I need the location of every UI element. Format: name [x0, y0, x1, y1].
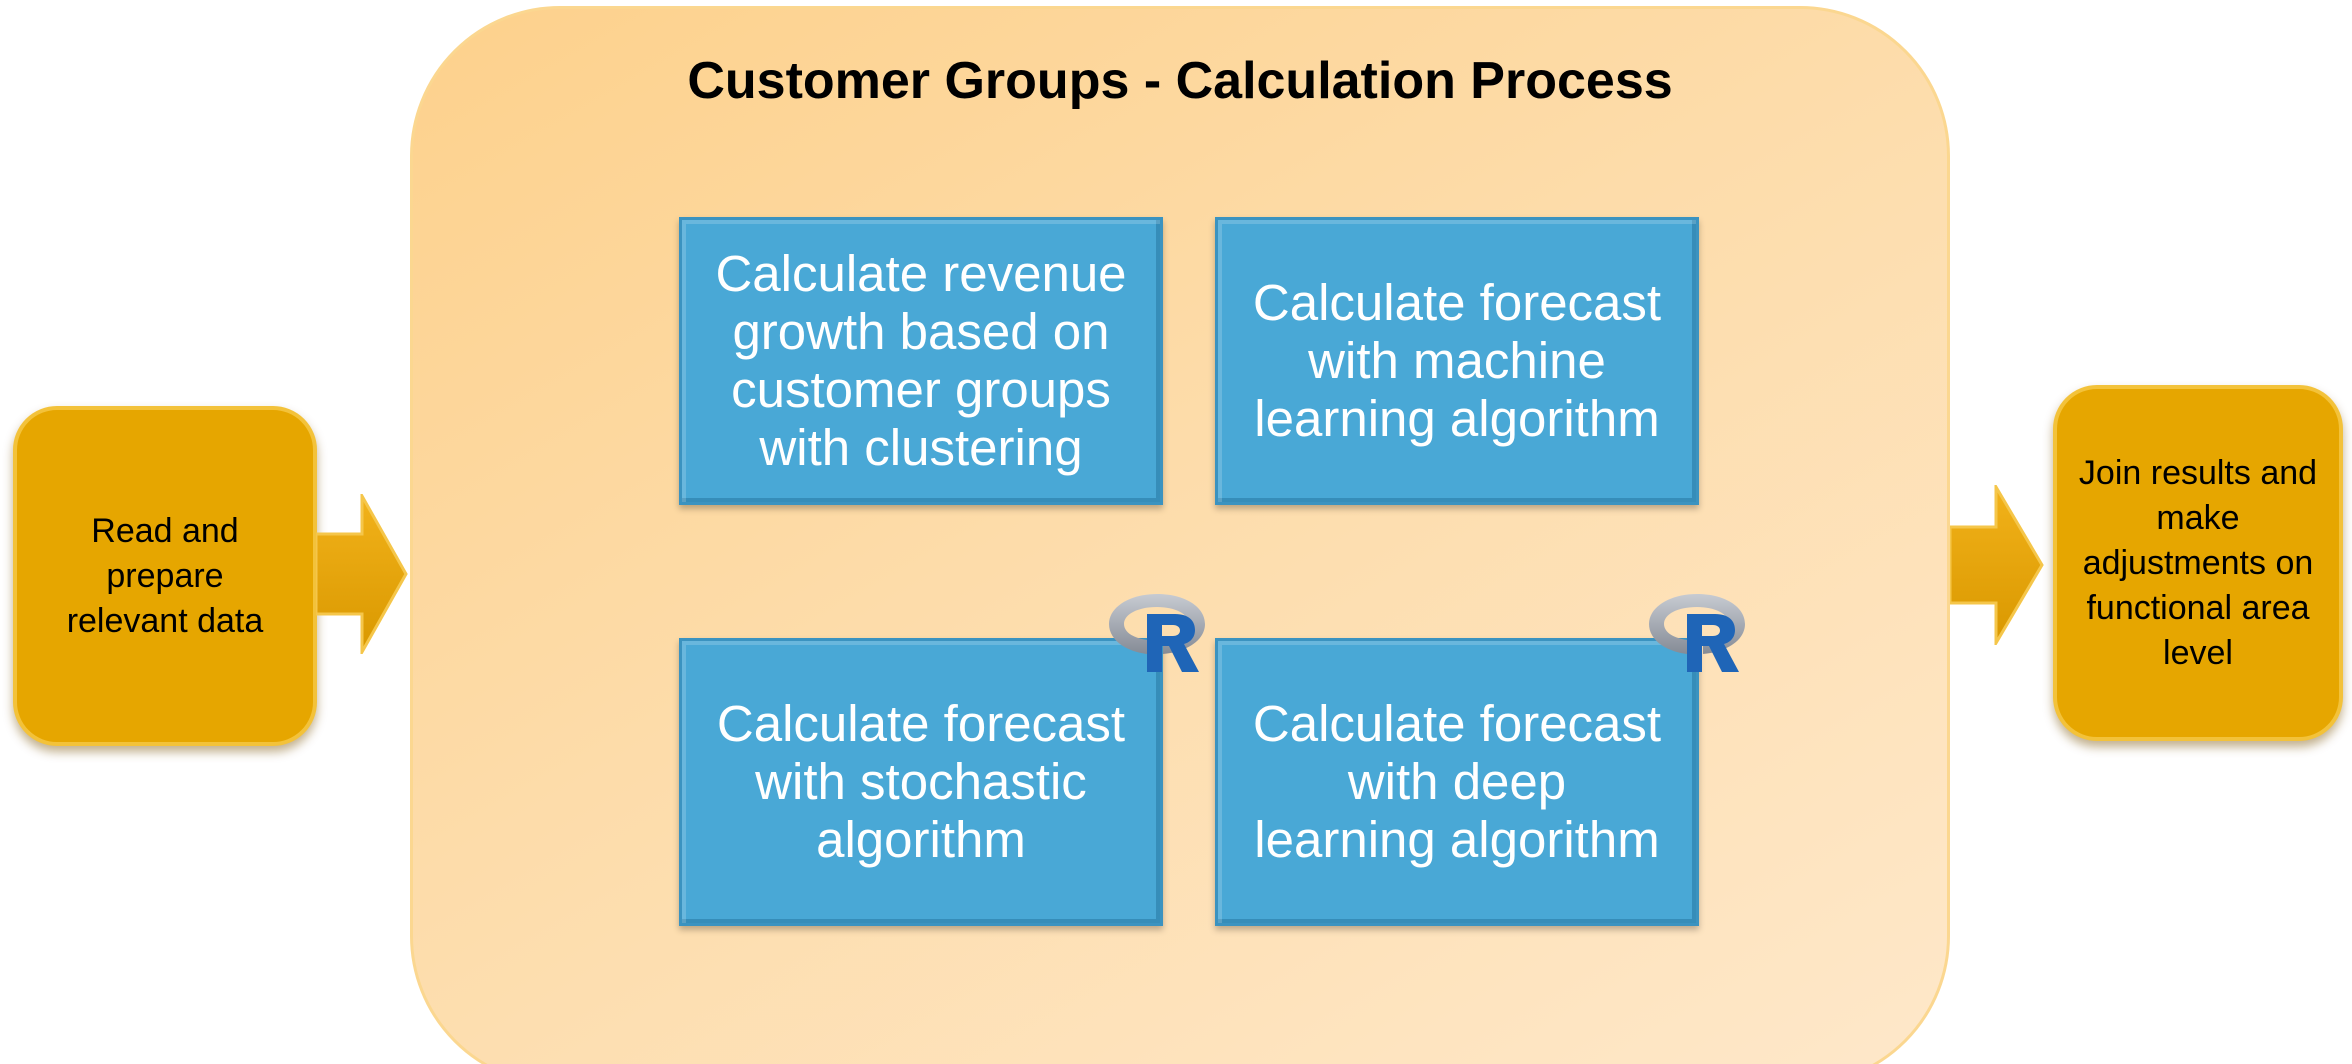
output-line-3: adjustments on: [2082, 543, 2314, 582]
step-label: Calculate forecast with deep learning al…: [1243, 695, 1671, 869]
step-line: Calculate revenue: [715, 245, 1127, 302]
output-line-4: functional area: [2086, 588, 2310, 627]
r-logo-icon: [1649, 594, 1745, 672]
output-line-2: make: [2156, 498, 2240, 537]
step-revenue-growth-clustering: Calculate revenue growth based on custom…: [679, 217, 1163, 505]
step-line: customer groups: [731, 361, 1111, 418]
input-line-2: prepare: [106, 556, 224, 595]
process-container: Customer Groups - Calculation Process: [410, 6, 1950, 1064]
input-line-3: relevant data: [66, 601, 264, 640]
step-line: algorithm: [816, 811, 1026, 868]
step-label: Calculate forecast with machine learning…: [1243, 274, 1671, 448]
step-line: Calculate forecast: [1252, 274, 1662, 331]
step-stochastic-forecast: Calculate forecast with stochastic algor…: [679, 638, 1163, 926]
step-line: with stochastic: [755, 753, 1087, 810]
r-logo-icon: [1109, 594, 1205, 672]
step-line: growth based on: [732, 303, 1110, 360]
step-line: learning algorithm: [1254, 390, 1660, 447]
step-line: Calculate forecast: [716, 695, 1126, 752]
input-line-1: Read and: [91, 511, 239, 550]
output-line-1: Join results and: [2078, 453, 2318, 492]
step-machine-learning-forecast: Calculate forecast with machine learning…: [1215, 217, 1699, 505]
step-deep-learning-forecast: Calculate forecast with deep learning al…: [1215, 638, 1699, 926]
output-step-box: Join results and make adjustments on fun…: [2053, 385, 2343, 741]
arrow-right-icon: [316, 494, 408, 654]
step-line: with deep: [1347, 753, 1567, 810]
step-label: Calculate forecast with stochastic algor…: [707, 695, 1135, 869]
step-line: with machine: [1308, 332, 1606, 389]
step-label: Calculate revenue growth based on custom…: [705, 245, 1136, 477]
diagram-title: Customer Groups - Calculation Process: [687, 52, 1673, 110]
step-line: learning algorithm: [1254, 811, 1660, 868]
input-step-box: Read and prepare relevant data: [13, 406, 317, 746]
input-step-label: Read and prepare relevant data: [67, 509, 264, 644]
step-line: with clustering: [759, 419, 1083, 476]
output-step-label: Join results and make adjustments on fun…: [2079, 451, 2317, 676]
step-line: Calculate forecast: [1252, 695, 1662, 752]
arrow-right-icon: [1950, 485, 2044, 645]
output-line-5: level: [2163, 633, 2233, 672]
